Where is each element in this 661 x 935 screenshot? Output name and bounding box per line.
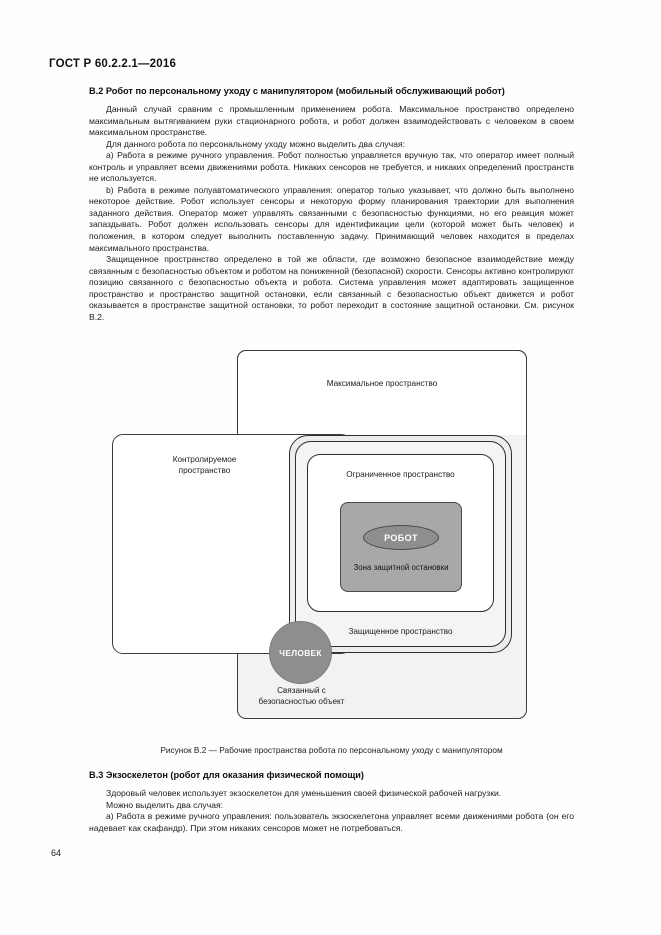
maximum-space-label: Максимальное пространство bbox=[326, 379, 438, 388]
safeguarded-space-label: Защищенное пространство bbox=[348, 627, 453, 636]
figure-b2: РОБОТ ЧЕЛОВЕК Максимальное пространство … bbox=[89, 349, 574, 724]
safety-related-object-label-line2: безопасностью объект bbox=[258, 697, 345, 706]
figure-b2-caption: Рисунок В.2 — Рабочие пространства робот… bbox=[160, 745, 503, 755]
section-b3-heading: B.3 Экзоскелетон (робот для оказания физ… bbox=[89, 770, 364, 780]
controlled-space-label-line2: пространство bbox=[178, 466, 231, 475]
section-b2-paragraph-b: b) Работа в режиме полуавтоматического у… bbox=[89, 184, 574, 253]
restricted-space-label: Ограниченное пространство bbox=[346, 470, 455, 479]
section-b2-paragraph-2: Для данного робота по персональному уход… bbox=[106, 138, 406, 149]
controlled-space-label: Контролируемое пространство bbox=[112, 454, 297, 476]
section-b2-paragraph-1: Данный случай сравним с промышленным при… bbox=[89, 103, 574, 138]
safety-related-object-label: Связанный с безопасностью объект bbox=[219, 685, 384, 707]
figure-b2-diagram: РОБОТ ЧЕЛОВЕК Максимальное пространство … bbox=[89, 349, 574, 724]
section-b2-paragraph-a: a) Работа в режиме ручного управления. Р… bbox=[89, 150, 574, 184]
section-b3-paragraph-a: a) Работа в режиме ручного управления: п… bbox=[89, 811, 574, 833]
protective-stop-zone-label: Зона защитной остановки bbox=[353, 563, 449, 572]
section-b2-content: B.2 Робот по персональному уходу с манип… bbox=[89, 86, 574, 323]
robot-label: РОБОТ bbox=[384, 532, 418, 543]
document-standard-header: ГОСТ Р 60.2.2.1—2016 bbox=[49, 58, 177, 70]
human-node: ЧЕЛОВЕК bbox=[269, 621, 332, 684]
safety-related-object-label-line1: Связанный с bbox=[277, 686, 326, 695]
section-b3-paragraph-1: Здоровый человек использует экзоскелетон… bbox=[106, 787, 502, 798]
maximum-space-upper-area bbox=[237, 350, 527, 435]
section-b3-content: B.3 Экзоскелетон (робот для оказания физ… bbox=[89, 770, 574, 834]
section-b2-paragraph-5: Защищенное пространство определено в той… bbox=[89, 254, 574, 322]
controlled-space-label-line1: Контролируемое bbox=[172, 455, 237, 464]
robot-node: РОБОТ bbox=[363, 525, 439, 550]
page-number: 64 bbox=[51, 848, 62, 858]
human-label: ЧЕЛОВЕК bbox=[279, 647, 322, 658]
section-b3-paragraph-2: Можно выделить два случая: bbox=[106, 799, 224, 810]
section-b2-heading: B.2 Робот по персональному уходу с манип… bbox=[89, 86, 505, 96]
